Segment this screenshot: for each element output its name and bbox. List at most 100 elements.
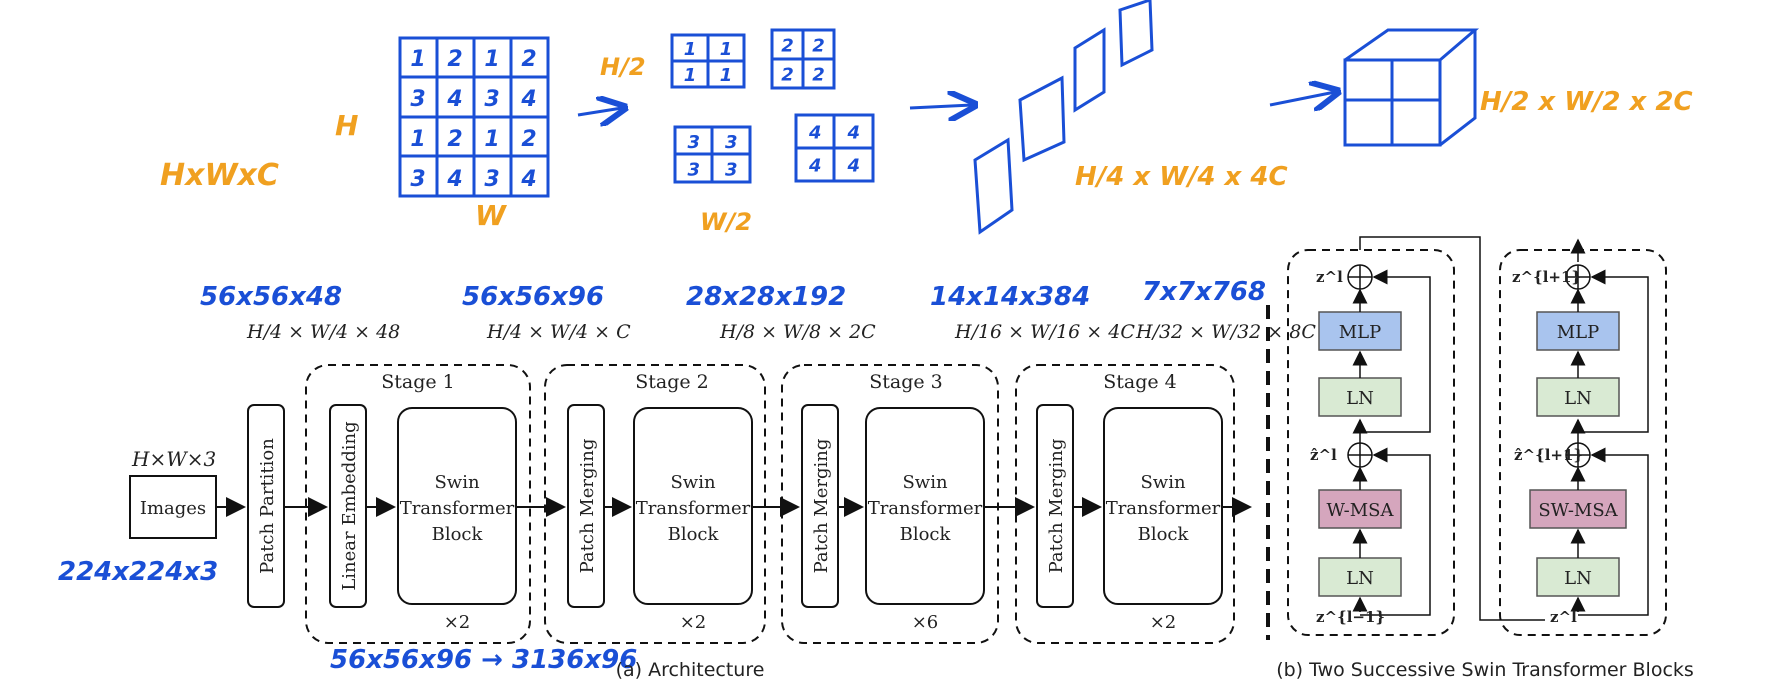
annotation-stage1: 56x56x96 — [462, 282, 604, 312]
sub-patch-number: 1 — [684, 65, 697, 86]
right-z-in: z^l — [1550, 608, 1577, 626]
right-ln-bottom-label: LN — [1564, 568, 1592, 589]
stage-4-label: Stage 4 — [1103, 371, 1177, 393]
grid-number: 2 — [447, 47, 462, 72]
right-swmsa-label: SW-MSA — [1538, 500, 1618, 521]
grid-number: 2 — [521, 127, 536, 152]
patch-merging-label-4: Patch Merging — [1046, 439, 1067, 574]
swin-line-2: Transformer — [400, 498, 515, 519]
swin-line-3: Block — [1138, 524, 1190, 545]
grid-number: 1 — [484, 47, 499, 72]
dims-stage-2: H/8 × W/8 × 2C — [719, 321, 876, 343]
width-note: W — [475, 199, 507, 232]
swin-line-1: Swin — [902, 472, 947, 493]
left-wmsa-label: W-MSA — [1326, 500, 1394, 521]
blocks-caption: (b) Two Successive Swin Transformer Bloc… — [1276, 659, 1694, 681]
sketch-arrow-1 — [577, 108, 622, 115]
stacked-slices — [973, 0, 1154, 235]
architecture-caption: (a) Architecture — [616, 659, 765, 681]
sub-patch-number: 2 — [812, 65, 825, 86]
input-dims: H×W×3 — [131, 447, 216, 471]
height-note: H — [335, 109, 358, 142]
architecture-panel: H/4 × W/4 × 48 H/4 × W/4 × C H/8 × W/8 ×… — [129, 321, 1316, 681]
grid-number: 4 — [520, 167, 536, 192]
left-wmsa — [1318, 489, 1402, 529]
right-ln-bottom — [1536, 557, 1620, 597]
sub-patch-number: 4 — [846, 156, 860, 177]
w-half-note: W/2 — [700, 208, 752, 236]
left-z-hat: ẑ^l — [1310, 446, 1337, 464]
grid-number: 4 — [446, 167, 462, 192]
sub-patches — [670, 28, 875, 184]
grid-number: 4 — [446, 87, 462, 112]
patch-merging-label-2: Patch Merging — [577, 439, 598, 574]
grid-number: 1 — [410, 127, 425, 152]
patch-grid — [398, 36, 550, 198]
sub-patch-number: 1 — [684, 39, 697, 60]
merged-shape-note: H/2 x W/2 x 2C — [1480, 87, 1693, 117]
grid-number: 3 — [484, 167, 499, 192]
swin-line-2: Transformer — [636, 498, 751, 519]
swin-line-3: Block — [432, 524, 484, 545]
sub-patch-number: 2 — [781, 36, 794, 57]
sub-patch-number: 4 — [808, 156, 822, 177]
left-z-out: z^l — [1316, 268, 1343, 286]
swin-line-3: Block — [668, 524, 720, 545]
swin-line-1: Swin — [670, 472, 715, 493]
block-left-frame — [1287, 249, 1455, 636]
grid-number: 3 — [410, 87, 425, 112]
h-half-note: H/2 — [600, 53, 646, 81]
annotation-stage2: 28x28x192 — [686, 282, 846, 312]
sub-patch-number: 3 — [687, 132, 700, 153]
merged-cube — [1343, 28, 1480, 147]
images-label: Images — [140, 498, 206, 519]
annotation-stage4: 7x7x768 — [1142, 277, 1266, 307]
stage-2-frame — [544, 364, 766, 644]
sub-patch-number: 2 — [781, 65, 794, 86]
grid-number: 4 — [520, 87, 536, 112]
right-mlp — [1536, 311, 1620, 351]
swin-line-1: Swin — [1140, 472, 1185, 493]
left-mlp-label: MLP — [1339, 322, 1382, 343]
annotation-input-size: 224x224x3 — [58, 557, 218, 587]
grid-number: 1 — [484, 127, 499, 152]
dims-stage-4: H/32 × W/32 × 8C — [1135, 321, 1316, 343]
sub-patch-number: 1 — [720, 65, 733, 86]
stage-3-repeat: ×6 — [912, 612, 939, 633]
right-ln-top — [1536, 377, 1620, 417]
linear-embedding-label: Linear Embedding — [339, 421, 360, 590]
input-shape-note: HxWxC — [160, 158, 279, 193]
sub-patch-number: 3 — [687, 159, 700, 180]
stage-3-label: Stage 3 — [869, 371, 943, 393]
right-swmsa — [1529, 489, 1627, 529]
stage-3-frame — [781, 364, 999, 644]
left-z-in: z^{l−1} — [1316, 608, 1385, 626]
left-ln-bottom-label: LN — [1346, 568, 1374, 589]
sub-patch-number: 3 — [725, 132, 738, 153]
sub-patch-number: 4 — [808, 123, 822, 144]
quarter-shape-note: H/4 x W/4 x 4C — [1075, 162, 1288, 192]
stage-1-frame — [305, 364, 531, 644]
sub-patch-number: 3 — [725, 159, 738, 180]
sub-patch-number: 2 — [812, 36, 825, 57]
left-ln-top-label: LN — [1346, 388, 1374, 409]
grid-number: 2 — [447, 127, 462, 152]
stage-2-repeat: ×2 — [680, 612, 707, 633]
sketch-arrow-3 — [1269, 92, 1335, 105]
swin-line-1: Swin — [434, 472, 479, 493]
grid-number: 3 — [484, 87, 499, 112]
patch-merging-label-3: Patch Merging — [811, 439, 832, 574]
swin-line-2: Transformer — [868, 498, 983, 519]
dims-stage-3: H/16 × W/16 × 4C — [954, 321, 1135, 343]
annotation-flatten: 56x56x96 → 3136x96 — [330, 645, 637, 675]
blocks-panel: LN W-MSA ẑ^l LN MLP z^l z^{l−1} LN SW-MS… — [1276, 236, 1694, 681]
swin-line-3: Block — [900, 524, 952, 545]
sketch-arrow-2 — [909, 105, 972, 108]
right-z-out: z^{l+1} — [1512, 268, 1581, 286]
images-box — [129, 475, 217, 539]
annotation-stage3: 14x14x384 — [930, 282, 1090, 312]
right-ln-top-label: LN — [1564, 388, 1592, 409]
size-annotations: 56x56x48 56x56x96 28x28x192 14x14x384 7x… — [58, 277, 1266, 675]
